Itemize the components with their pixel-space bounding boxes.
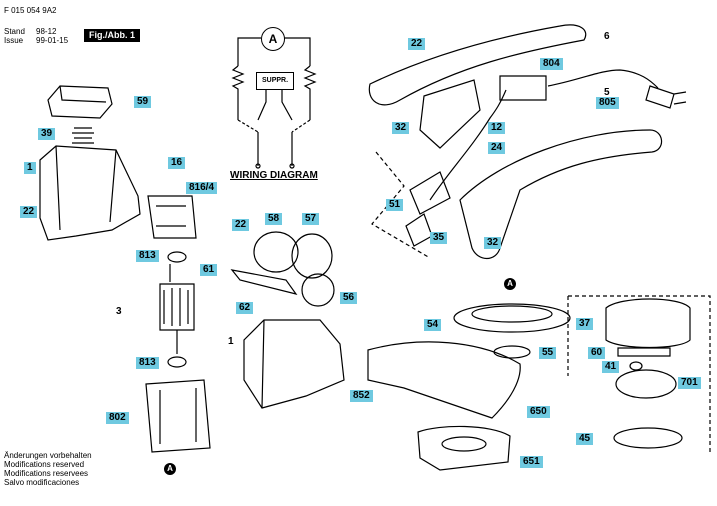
callout-39: 39 [38, 128, 56, 140]
button-41 [629, 361, 643, 371]
callout-813-top: 813 [136, 250, 159, 262]
sleeve-51 [409, 171, 451, 215]
guard-650 [367, 341, 521, 419]
bearing-813-bottom [167, 356, 187, 368]
upper-handle [368, 24, 587, 106]
housing-1-left [39, 145, 141, 241]
spring-39 [72, 127, 94, 144]
footer-line-fr: Modifications reservees [4, 469, 89, 478]
callout-57: 57 [302, 213, 320, 225]
spool-cover-37 [605, 298, 691, 349]
callout-6: 6 [604, 31, 610, 42]
nut-55 [493, 345, 531, 359]
callout-701: 701 [678, 377, 701, 389]
cap-56 [301, 273, 335, 307]
footer-notes: Änderungen vorbehalten Modifications res… [4, 451, 92, 487]
ammeter-symbol: A [261, 27, 285, 51]
footer-line-es: Salvo modificaciones [4, 478, 80, 487]
housing-57 [291, 233, 333, 279]
callout-61: 61 [200, 264, 218, 276]
callout-3: 3 [116, 306, 122, 317]
callout-32-top: 32 [392, 122, 410, 134]
stand-label: Stand [4, 27, 25, 36]
housing-1-right [243, 319, 345, 409]
figure-label: Fig./Abb. 1 [84, 29, 140, 42]
cord-805 [547, 69, 659, 89]
callout-651: 651 [520, 456, 543, 468]
callout-802: 802 [106, 412, 129, 424]
bearing-813-top [167, 251, 187, 263]
clamp-35 [405, 213, 433, 247]
spool-701 [615, 369, 677, 399]
cable-24 [429, 89, 507, 201]
callout-650: 650 [527, 406, 550, 418]
callout-32-bottom: 32 [484, 237, 502, 249]
lever-61 [230, 269, 298, 295]
callout-1-left: 1 [24, 162, 36, 174]
callout-62: 62 [236, 302, 254, 314]
stand-value: 98-12 [36, 27, 57, 36]
housing-58 [253, 231, 299, 273]
callout-22-top: 22 [408, 38, 426, 50]
callout-54: 54 [424, 319, 442, 331]
marker-a-top: A [504, 278, 516, 290]
callout-37: 37 [576, 318, 594, 330]
suppressor-box: SUPPR. [256, 72, 294, 90]
callout-805: 805 [596, 97, 619, 109]
callout-58: 58 [265, 213, 283, 225]
dashed-box-cable [371, 151, 431, 259]
brush-holder-16 [147, 195, 197, 239]
armature-3 [159, 264, 195, 354]
callout-51: 51 [386, 199, 404, 211]
callout-55: 55 [539, 347, 557, 359]
plate-60 [617, 347, 671, 357]
wiring-diagram-title: WIRING DIAGRAM [230, 170, 318, 181]
callout-22-left: 22 [20, 206, 38, 218]
switch-804 [499, 75, 547, 101]
stator-802 [145, 379, 211, 453]
wiring-diagram-lines [231, 37, 317, 169]
doc-number: F 015 054 9A2 [4, 6, 57, 15]
callout-1-right: 1 [228, 336, 234, 347]
callout-59: 59 [134, 96, 152, 108]
base-45 [613, 427, 683, 449]
handle-frame-32 [419, 79, 481, 149]
ring-54 [453, 303, 571, 333]
footer-line-de: Änderungen vorbehalten [4, 451, 92, 460]
callout-56: 56 [340, 292, 358, 304]
callout-24: 24 [488, 142, 506, 154]
callout-5: 5 [604, 87, 610, 98]
callout-813-bottom: 813 [136, 357, 159, 369]
callout-22-mid: 22 [232, 219, 250, 231]
base-651 [417, 425, 511, 471]
callout-852: 852 [350, 390, 373, 402]
callout-16: 16 [168, 157, 186, 169]
issue-label: Issue [4, 36, 24, 45]
marker-a-bottom: A [164, 463, 176, 475]
callout-60: 60 [588, 347, 606, 359]
callout-816-4: 816/4 [186, 182, 218, 194]
callout-35: 35 [430, 232, 448, 244]
callout-41: 41 [602, 361, 620, 373]
cover-59 [47, 85, 113, 119]
footer-line-en: Modifications reserved [4, 460, 85, 469]
callout-45: 45 [576, 433, 594, 445]
plug-5 [645, 85, 687, 109]
issue-value: 99-01-15 [36, 36, 69, 45]
callout-12: 12 [488, 122, 506, 134]
dashed-box-spool [567, 295, 711, 452]
lower-handle-32 [459, 129, 663, 260]
callout-804: 804 [540, 58, 563, 70]
